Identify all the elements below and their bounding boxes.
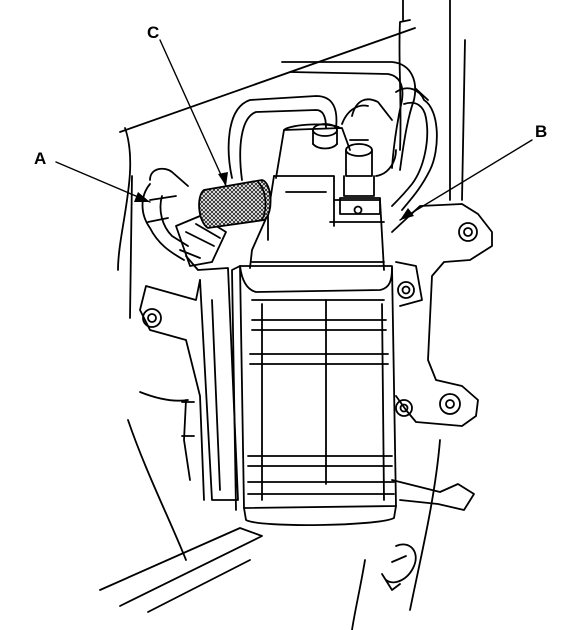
canister-neck [275,123,351,179]
leader-line-b [399,139,533,221]
canister-upper-housing [249,175,385,271]
canister-body [231,265,397,526]
callout-leader-lines [55,39,533,221]
callout-label-c: C [147,23,160,42]
left-bracket [139,255,239,501]
callout-arrowheads [134,172,414,220]
body-panel-lines [117,0,466,630]
upper-hoses [227,61,438,211]
callout-label-a: A [34,149,47,168]
callout-label-b: B [535,122,548,141]
purge-hose [141,167,227,267]
leader-line-a [55,161,151,203]
arrowhead-b [400,208,414,220]
arrowhead-a [134,192,150,202]
leader-line-c [159,39,227,187]
arrowhead-c [218,172,228,186]
lower-frame [99,479,475,613]
right-bracket [391,203,493,427]
highlighted-hose [198,179,272,229]
vent-connector [339,139,397,215]
